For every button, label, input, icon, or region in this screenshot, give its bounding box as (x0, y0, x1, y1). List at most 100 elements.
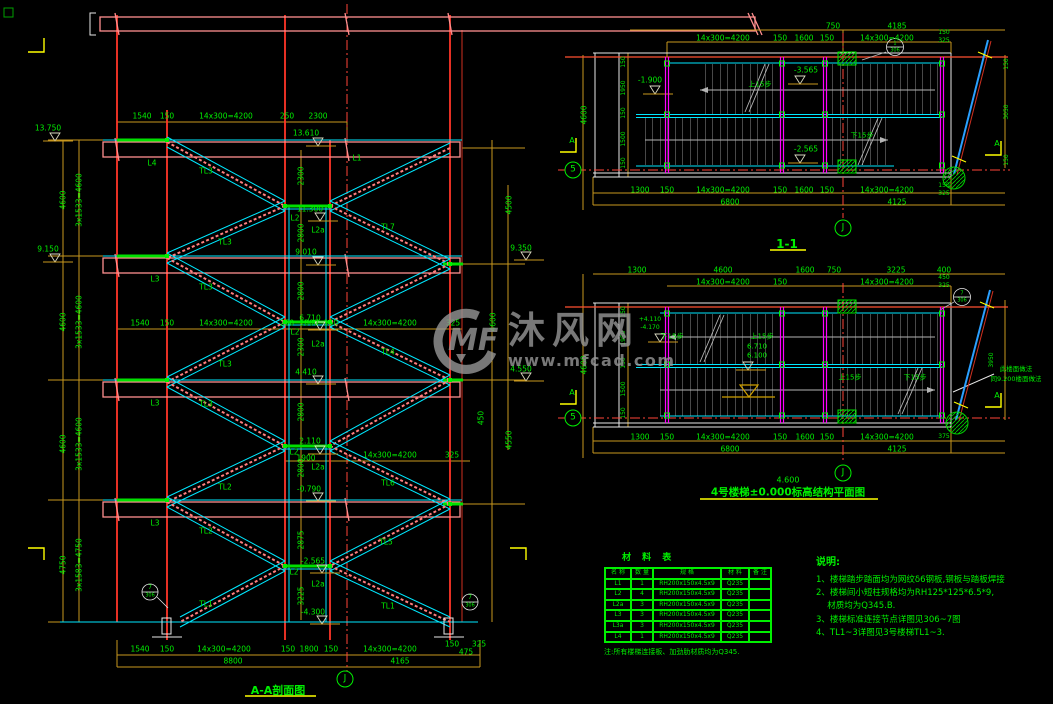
plan-bottom-title-level: 4.600 (776, 475, 800, 485)
plan1-dim-label: 4185 (887, 21, 907, 31)
elevation-dim-label: TL3 (218, 237, 232, 247)
elevation-dim-label: 1540 (130, 318, 150, 328)
material-col-header: 名 称 (605, 568, 631, 579)
material-cell: L4 (605, 631, 631, 643)
material-cell: RH200x150x4.5x9 (653, 578, 721, 590)
elevation-dim-label: L2 (290, 327, 300, 337)
plan2-dim-label: 306 (957, 297, 967, 304)
material-cell: RH200x150x4.5x9 (653, 589, 721, 600)
elevation-dim-label: 9.150 (37, 244, 59, 254)
grid-bubble-5: 5 (564, 409, 582, 427)
elevation-dim-label: TL3 (199, 166, 213, 176)
plan2-dim-label: 150 (819, 432, 835, 442)
material-cell: 1 (631, 631, 653, 643)
notes-list: 1、楼梯踏步踏面均为网纹δ6钢板,钢板与踏板焊接 2、楼梯间小短柱规格均为RH12… (816, 574, 1051, 640)
note-item: 1、楼梯踏步踏面均为网纹δ6钢板,钢板与踏板焊接 (816, 575, 1005, 585)
material-cell: Q235 (721, 589, 749, 600)
plan1-dim-label: 6800 (720, 197, 740, 207)
elevation-dim-label: TL5 (379, 537, 393, 547)
plan2-dim-label: 150 (659, 432, 675, 442)
plan1-dim-label: 325 (938, 190, 950, 197)
elevation-dim-label: 250 (279, 111, 295, 121)
plan1-dim-label: 750 (825, 21, 841, 31)
plan2-dim-label: 375 (938, 433, 950, 440)
elevation-dim-label: -2.565 (300, 556, 326, 566)
material-cell (749, 631, 771, 643)
elevation-dim-label: 150 (159, 111, 175, 121)
elevation-dim-label: -4.300 (300, 607, 326, 617)
material-cell: L2 (605, 589, 631, 600)
elevation-dim-label: 6.710 (299, 313, 321, 323)
plan-columns (664, 57, 945, 423)
plan2-dim-label: 1300 (630, 432, 650, 442)
elevation-dim-label: TL7 (381, 222, 395, 232)
elevation-dim-label: 4550 (504, 430, 514, 450)
plan2-dim-label: 1300 (627, 265, 647, 275)
mfcad-logo-icon: MF (433, 308, 499, 374)
elevation-dim-label: 250 (279, 318, 295, 328)
elevation-dim-label: 14x300=4200 (363, 450, 417, 460)
note-item: 2、楼梯间小短柱规格均为RH125*125*6.5*9, (816, 588, 995, 599)
elevation-dim-label: 4750 (58, 555, 68, 575)
plan2-dim-label: 此楼面做法 (999, 364, 1033, 373)
plan2-dim-label: 4600 (713, 265, 733, 275)
elevation-dim-label: 11.300 (296, 204, 324, 214)
elevation-dim-label: 1900 (296, 453, 316, 463)
elevation-dim-label: 7 (468, 594, 472, 601)
elevation-dim-label: 325 (471, 639, 487, 649)
elevation-dim-label: 1800 (299, 318, 319, 328)
plan1-dim-label: 150 (938, 29, 950, 36)
elevation-dim-label: TL2 (218, 482, 232, 492)
notes-panel: 说明: 1、楼梯踏步踏面均为网纹δ6钢板,钢板与踏板焊接 2、楼梯间小短柱规格均为… (816, 553, 1051, 640)
material-cell: 4 (631, 589, 653, 600)
plan1-dim-label: 150 (620, 56, 627, 68)
plan2-dim-label: 上15步 (750, 332, 774, 341)
elevation-dim-label: L2a (311, 339, 325, 349)
elevation-dim-label: 7 (148, 584, 152, 591)
plan2-dim-label: 14x300=4200 (696, 277, 750, 287)
elevation-dim-label: 2300 (308, 111, 328, 121)
elevation-dim-label: L2a (311, 225, 325, 235)
elevation-dim-label: 4.410 (295, 367, 317, 377)
material-cell (749, 578, 771, 590)
plan2-dim-label: 400 (936, 265, 952, 275)
plan1-dim-label: 1 (893, 40, 897, 47)
elevation-dim-label: L1 (352, 153, 362, 163)
elevation-dim-label: 2800 (296, 402, 306, 422)
plan2-dim-label: 7 (960, 290, 964, 297)
plan2-dim-label: 4125 (887, 444, 907, 454)
elevation-dim-label: 4600 (58, 312, 68, 332)
note-item: 3、楼梯标准连接节点详图见306~7图 (816, 614, 961, 625)
elevation-dim-label: 150 (280, 644, 296, 654)
elevation-dim-label: 3x1533=4600 (74, 173, 84, 227)
plan2-dim-label: 下15步 (903, 373, 927, 382)
plan1-dim-label: 1300 (630, 185, 650, 195)
plan1-dim-label: 4125 (887, 197, 907, 207)
watermark: MF 沐风网 www.mfcad.com (426, 308, 676, 374)
elevation-dim-label: 8800 (223, 656, 243, 666)
elevation-dim-label: 150 (444, 639, 460, 649)
material-cell: L3 (605, 610, 631, 621)
elevation-dim-label: L2 (289, 567, 299, 577)
elevation-title: A-A剖面图 (250, 684, 306, 697)
elevation-dim-label: TL3 (199, 282, 213, 292)
elevation-dim-label: TL4 (381, 347, 395, 357)
material-cell: Q235 (721, 631, 749, 643)
material-cell: Q235 (721, 610, 749, 621)
plan2-dim-label: 同9.200楼面做法 (990, 374, 1042, 383)
elevation-dim-label: 3x1533=4600 (74, 295, 84, 349)
material-cell: Q235 (721, 578, 749, 590)
plan2-dim-label: 450 (938, 274, 950, 281)
notes-title: 说明: (816, 557, 840, 568)
material-cell: Q235 (721, 599, 749, 611)
note-item: 材质均为Q345.B. (816, 601, 896, 612)
plan2-dim-label: 150 (620, 407, 627, 419)
elevation-dim-label: 9.350 (510, 243, 532, 253)
elevation-dim-label: 306 (465, 602, 475, 609)
plan1-dim-label: 150 (772, 33, 788, 43)
elevation-dim-label: 9.010 (295, 247, 317, 257)
elevation-dim-label: TL1 (381, 601, 395, 611)
plan1-dim-label: 14x300=4200 (860, 33, 914, 43)
